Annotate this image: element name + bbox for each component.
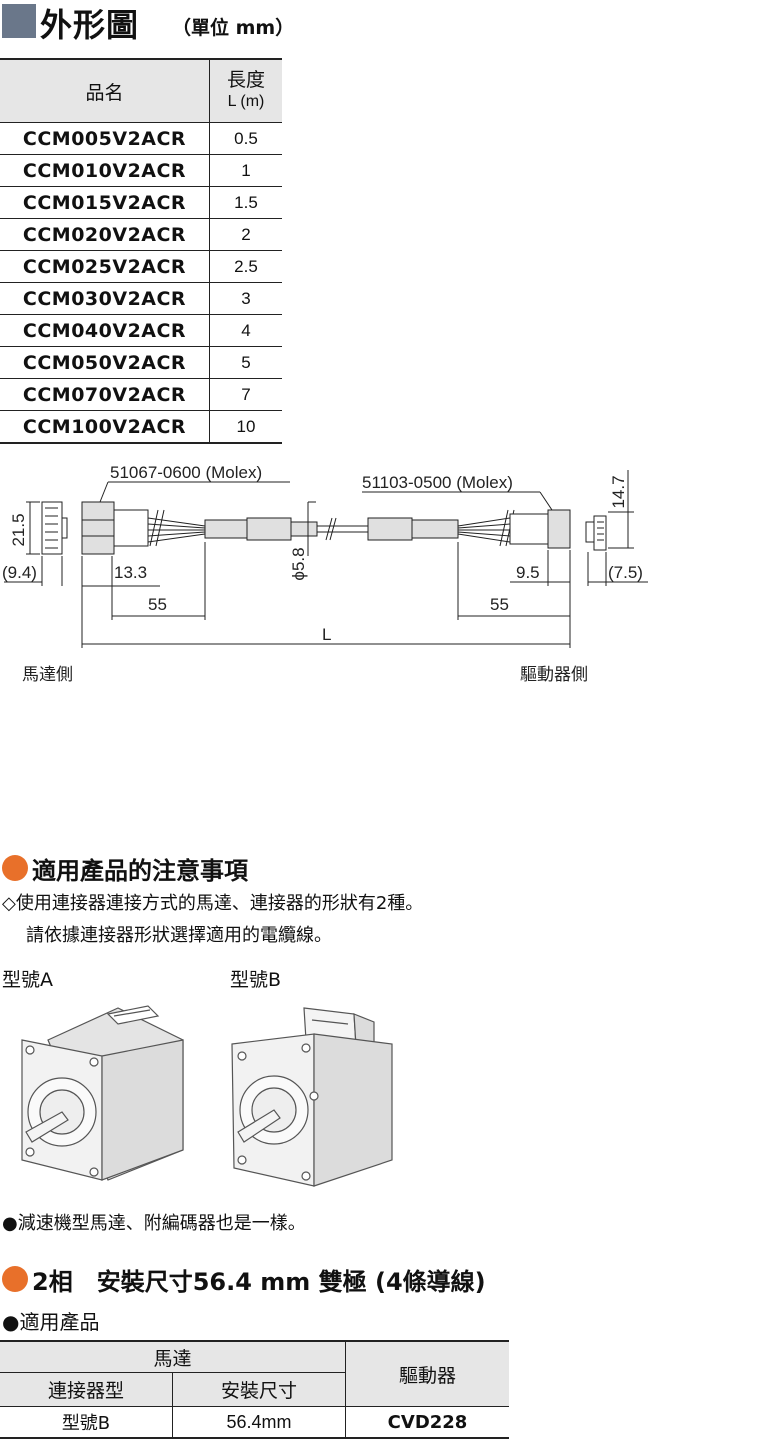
cell-driver: CVD228 [345,1406,509,1439]
cell-product-name: CCM015V2ACR [0,186,210,219]
dim-phi-5-8: ϕ5.8 [289,547,308,580]
header-length-line2: L (m) [227,93,265,110]
cell-length: 2 [209,218,282,251]
header-length: 長度 L (m) [209,58,282,123]
header-length-line1: 長度 [226,69,265,91]
cell-product-name: CCM040V2ACR [0,314,210,347]
left-connector-housing [81,501,115,555]
header-driver: 驅動器 [345,1340,509,1407]
section-title-dimensions: 外形圖 [40,6,140,44]
section-title-notes: 適用產品的注意事項 [32,857,248,885]
note-line-2: 請依據連接器形狀選擇適用的電纜線。 [26,925,332,946]
label-type-a: 型號A [2,969,53,991]
dim-L: L [322,625,331,644]
cell-length: 7 [209,378,282,411]
cell-length: 5 [209,346,282,379]
header-connector-type: 連接器型 [0,1372,173,1407]
cell-connector-type: 型號B [0,1406,173,1439]
label-connector-left: 51067-0600 (Molex) [110,463,262,482]
cell-product-name: CCM070V2ACR [0,378,210,411]
cell-product-name: CCM020V2ACR [0,218,210,251]
label-driver-side: 驅動器側 [520,665,588,684]
applicable-products-label: ●適用產品 [2,1310,100,1334]
cell-product-name: CCM025V2ACR [0,250,210,283]
applicable-products-table: 馬達 驅動器 連接器型 安裝尺寸 型號B 56.4mm CVD228 [0,1340,509,1439]
right-connector-housing [547,509,571,549]
dim-55-left: 55 [148,595,167,614]
dim-14-7: 14.7 [609,475,628,508]
cell-product-name: CCM010V2ACR [0,154,210,187]
label-motor-side: 馬達側 [22,665,73,684]
right-end-connector [593,515,607,551]
dim-21-5: 21.5 [9,513,28,546]
cell-length: 3 [209,282,282,315]
label-connector-right: 51103-0500 (Molex) [362,473,513,492]
dim-55-right: 55 [490,595,509,614]
section-title-motor-spec: 2相 安裝尺寸56.4 mm 雙極 (4條導線) [32,1268,486,1296]
motor-type-b-image [231,1007,393,1187]
left-end-connector [41,501,63,555]
cell-length: 4 [209,314,282,347]
cell-product-name: CCM005V2ACR [0,122,210,155]
cell-mount-size: 56.4mm [172,1406,346,1439]
cell-product-name: CCM050V2ACR [0,346,210,379]
dim-13-3: 13.3 [114,563,147,582]
cell-length: 10 [209,410,282,444]
section-marker-dot-2 [2,1266,28,1292]
header-product-name: 品名 [0,58,210,123]
note-gear-encoder: ●減速機型馬達、附編碼器也是一樣。 [2,1213,306,1234]
cell-product-name: CCM030V2ACR [0,282,210,315]
header-motor: 馬達 [0,1340,346,1373]
cable-dimension-drawing: 51067-0600 (Molex) 51103-0500 (Molex) 21… [2,463,648,684]
dim-9-5: 9.5 [516,563,540,582]
cell-length: 0.5 [209,122,282,155]
section-unit: （單位 mm） [172,17,295,39]
cell-length: 1 [209,154,282,187]
note-line-1: ◇使用連接器連接方式的馬達、連接器的形狀有2種。 [2,893,424,914]
label-type-b: 型號B [230,969,282,991]
cell-length: 2.5 [209,250,282,283]
dim-9-4: (9.4) [2,563,37,582]
header-mount-size: 安裝尺寸 [172,1372,346,1407]
dim-7-5: (7.5) [608,563,643,582]
cell-product-name: CCM100V2ACR [0,410,210,444]
section-marker-dot [2,855,28,881]
cell-length: 1.5 [209,186,282,219]
motor-type-a-image [21,1005,184,1181]
section-marker-square [2,4,36,38]
